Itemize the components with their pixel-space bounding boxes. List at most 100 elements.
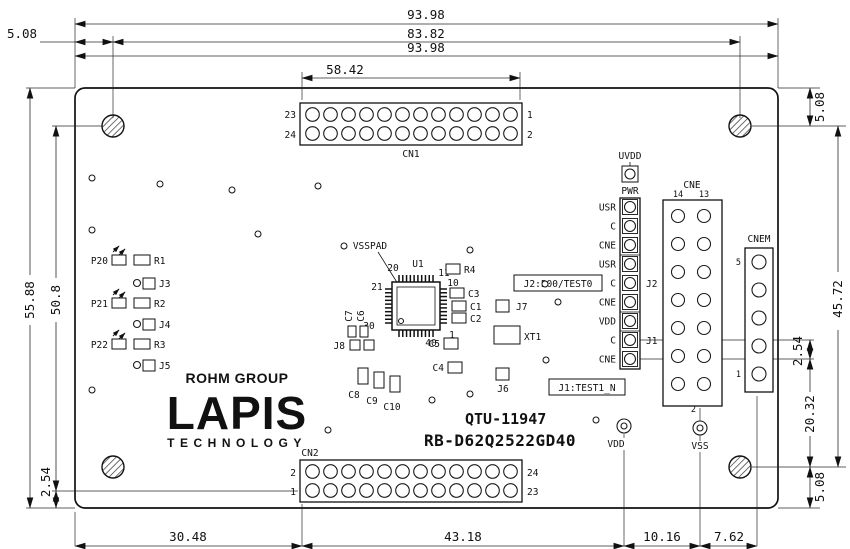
mounting-holes — [101, 114, 752, 479]
uvdd-label: UVDD — [619, 151, 642, 162]
part-j6-label: J6 — [497, 384, 509, 395]
pin-hole — [323, 107, 338, 122]
pin-hole — [413, 464, 428, 479]
via — [324, 426, 332, 434]
part-c5-label: C5 — [429, 339, 440, 350]
part-r1-label: R1 — [154, 256, 166, 267]
mount-hole-bottom-right — [728, 455, 752, 479]
pwr-label: PWR — [621, 186, 638, 197]
vss-pin2-label: 2 — [691, 405, 696, 415]
via — [340, 242, 348, 250]
part-c9-label: C9 — [366, 396, 378, 407]
pin-hole — [623, 276, 637, 290]
pin-hole — [503, 107, 518, 122]
logo-sub-text: TECHNOLOGY — [167, 436, 307, 450]
right-dimensions: 5.08 45.72 2.54 20.32 5.08 — [638, 87, 846, 509]
cn2-pin-holes — [305, 464, 518, 498]
dim-bottom-left-offset: 2.54 — [38, 467, 53, 497]
part-j7-label: J7 — [516, 302, 527, 313]
pin-hole — [670, 208, 686, 224]
pin-hole — [696, 208, 712, 224]
cnem-pin-holes — [751, 254, 767, 382]
pin-hole — [670, 236, 686, 252]
pin-hole — [623, 219, 637, 233]
dim-bottom-seg-a: 30.48 — [169, 529, 207, 544]
board-number: RB-D62Q2522GD40 — [424, 431, 576, 450]
pin-hole — [449, 107, 464, 122]
jrow-usr-1: USR — [599, 203, 616, 214]
jrow-usr-2: USR — [599, 260, 616, 271]
pin-hole — [485, 464, 500, 479]
cn2-pin-1: 1 — [290, 487, 296, 498]
cn2-connector: 2 1 24 23 CN2 — [290, 448, 539, 503]
u1-pin1-label: 1 — [449, 330, 455, 341]
via — [541, 280, 549, 288]
dim-bottom-seg-d: 7.62 — [714, 529, 744, 544]
pin-hole — [467, 464, 482, 479]
pad-p21-label: P21 — [91, 299, 108, 310]
via — [156, 180, 164, 188]
pin-hole — [449, 126, 464, 141]
pin-hole — [670, 348, 686, 364]
jumper-header-column: UVDD PWR USR C CNE USR C CNE VDD C CNE J… — [513, 151, 658, 396]
cne-label: CNE — [683, 180, 700, 191]
mount-hole-top-left — [101, 114, 125, 138]
dim-right-pitch: 2.54 — [790, 336, 805, 366]
cne-connector: CNE 14 13 — [662, 180, 723, 407]
cnem-pin-1: 1 — [736, 370, 741, 380]
pad-p20-label: P20 — [91, 256, 108, 267]
pin-hole — [431, 464, 446, 479]
jrow-c-3: C — [610, 336, 616, 347]
pin-hole — [623, 333, 637, 347]
cne-pin-holes — [670, 208, 712, 392]
pin-hole — [751, 310, 767, 326]
pin-hole — [377, 107, 392, 122]
u1-pin30-label: 30 — [363, 321, 375, 332]
pin-hole — [341, 107, 356, 122]
power-test-pads: 2 VDD VSS — [607, 405, 708, 452]
cn2-pin-24: 24 — [527, 468, 539, 479]
pin-hole — [467, 126, 482, 141]
dim-right-hole-span: 45.72 — [830, 280, 845, 318]
lapis-logo: ROHM GROUP LAPIS TECHNOLOGY — [167, 370, 307, 450]
via — [554, 298, 562, 306]
pin-hole — [359, 464, 374, 479]
part-c1-label: C1 — [470, 302, 482, 313]
dim-top-left-offset: 5.08 — [7, 26, 37, 41]
part-j5-label: J5 — [159, 361, 170, 372]
via — [428, 396, 436, 404]
cnem-label: CNEM — [748, 234, 771, 245]
pin-hole — [341, 483, 356, 498]
via — [88, 174, 96, 182]
pin-hole — [485, 126, 500, 141]
small-components: R4 C3 C1 C2 J7 XT1 J6 C5 C4 C7 C6 J8 C8 … — [334, 263, 541, 413]
logo-group-text: ROHM GROUP — [186, 370, 289, 386]
via — [88, 226, 96, 234]
pin-hole — [449, 483, 464, 498]
pin-hole — [359, 107, 374, 122]
pin-hole — [623, 257, 637, 271]
dim-cn1-width: 58.42 — [326, 62, 364, 77]
u1-pin20-label: 20 — [387, 263, 399, 274]
pin-hole — [431, 126, 446, 141]
u1-pin21-label: 21 — [371, 282, 383, 293]
part-c3-label: C3 — [468, 289, 479, 300]
pin-hole — [413, 107, 428, 122]
pin-hole — [751, 338, 767, 354]
part-c7-label: C7 — [344, 310, 355, 321]
via — [314, 182, 322, 190]
part-c4-label: C4 — [433, 363, 445, 374]
pin-hole — [395, 464, 410, 479]
pin-hole — [503, 483, 518, 498]
dim-left-span: 50.8 — [48, 285, 63, 315]
pin-hole — [305, 126, 320, 141]
pin-hole — [377, 126, 392, 141]
jrow-cne-1: CNE — [599, 241, 616, 252]
dim-right-lower-span: 20.32 — [802, 395, 817, 433]
pin-hole — [623, 352, 637, 366]
pin-hole — [696, 264, 712, 280]
pin-hole — [431, 483, 446, 498]
jrow-c-1: C — [610, 222, 616, 233]
